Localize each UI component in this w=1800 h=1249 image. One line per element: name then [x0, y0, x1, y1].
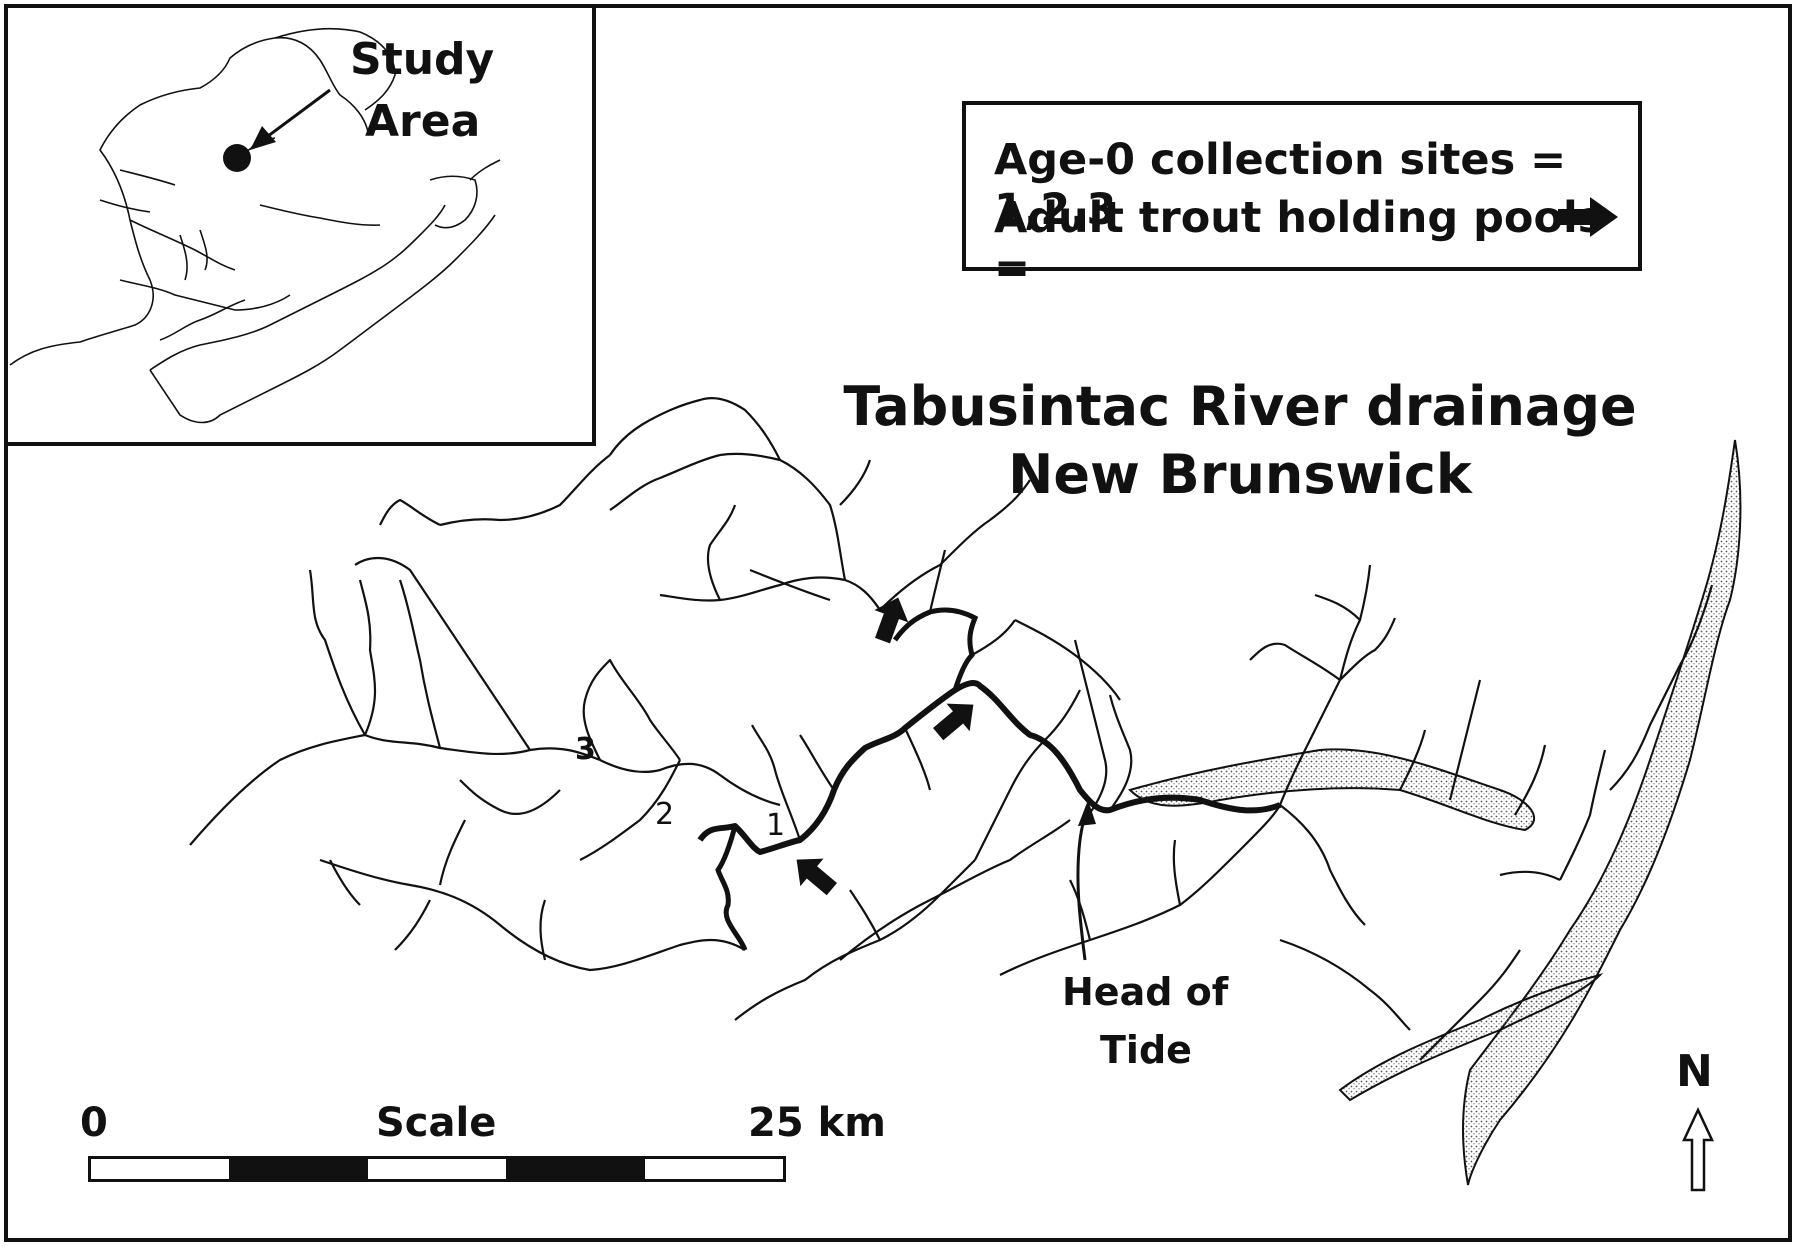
- estuary-stipple: [1128, 748, 1536, 832]
- scale-segment: [229, 1159, 368, 1179]
- north-arrow-icon: [1682, 1107, 1714, 1192]
- scale-title-label: Scale: [376, 1100, 497, 1146]
- study-area-label-line2: Area: [365, 96, 481, 147]
- holding-pool-arrow: [874, 597, 909, 644]
- scale-bar: [88, 1156, 786, 1182]
- map-frame: [4, 4, 1792, 1242]
- scale-segment: [644, 1159, 784, 1179]
- map-title-line2: New Brunswick: [1008, 443, 1472, 506]
- head-of-tide-arrowhead: [1078, 800, 1096, 826]
- inset-frame: [4, 4, 596, 446]
- north-label: N: [1676, 1046, 1713, 1097]
- main-river: [697, 680, 1282, 855]
- southern-shore-stipple: [1338, 973, 1604, 1102]
- head-of-tide-label-line1: Head of: [1062, 970, 1229, 1014]
- scale-segment: [91, 1159, 230, 1179]
- site-label-1: 1: [766, 808, 786, 843]
- head-of-tide-label-line2: Tide: [1100, 1028, 1192, 1072]
- holding-pool-arrow: [933, 703, 974, 741]
- study-area-dot-icon: [223, 144, 251, 172]
- legend-age0-sites: Age-0 collection sites = 1,2,3: [994, 135, 1567, 235]
- inset-map: [9, 27, 501, 424]
- scale-start-label: 0: [80, 1100, 108, 1146]
- site-label-2: 2: [655, 797, 675, 832]
- legend: Age-0 collection sites = 1,2,3 Adult tro…: [962, 101, 1642, 293]
- scale-end-label: 25 km: [748, 1100, 886, 1146]
- map-title-line1: Tabusintac River drainage: [843, 375, 1637, 438]
- study-area-label-line1: Study: [350, 34, 495, 85]
- site-label-3: 3: [575, 732, 596, 767]
- lower-main-river: [715, 825, 748, 951]
- legend-holding-pools: Adult trout holding pools =: [994, 193, 1604, 293]
- scale-segment: [506, 1159, 645, 1179]
- upper-main-river: [892, 607, 979, 691]
- scale-segment: [367, 1159, 507, 1179]
- right-arrow-icon: [1558, 197, 1618, 237]
- tributaries: [189, 396, 1714, 1061]
- study-area-pointer-head: [250, 126, 276, 150]
- holding-pool-arrow: [796, 858, 837, 896]
- head-of-tide-arrow: [1076, 807, 1090, 961]
